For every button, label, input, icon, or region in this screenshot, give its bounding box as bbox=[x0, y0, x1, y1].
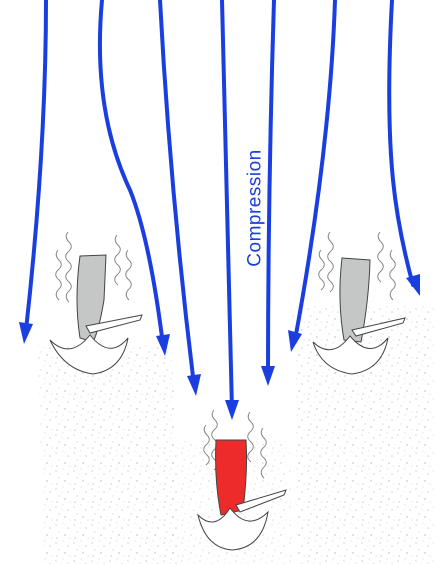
arrow-1 bbox=[26, 0, 46, 330]
arrow-2 bbox=[100, 0, 163, 345]
arrow-6 bbox=[295, 0, 335, 340]
arrow-3 bbox=[160, 0, 194, 385]
arrowhead-5 bbox=[261, 366, 275, 386]
snow-field-left bbox=[38, 345, 180, 564]
arrowhead-4 bbox=[225, 400, 239, 420]
arrowhead-1 bbox=[19, 322, 33, 344]
arrowhead-7 bbox=[406, 274, 420, 296]
compression-label-text: Compression bbox=[245, 149, 267, 266]
arrow-4 bbox=[222, 0, 232, 410]
arrowhead-3 bbox=[187, 374, 201, 396]
arrow-7 bbox=[389, 0, 413, 285]
compression-label: Compression bbox=[236, 120, 276, 295]
